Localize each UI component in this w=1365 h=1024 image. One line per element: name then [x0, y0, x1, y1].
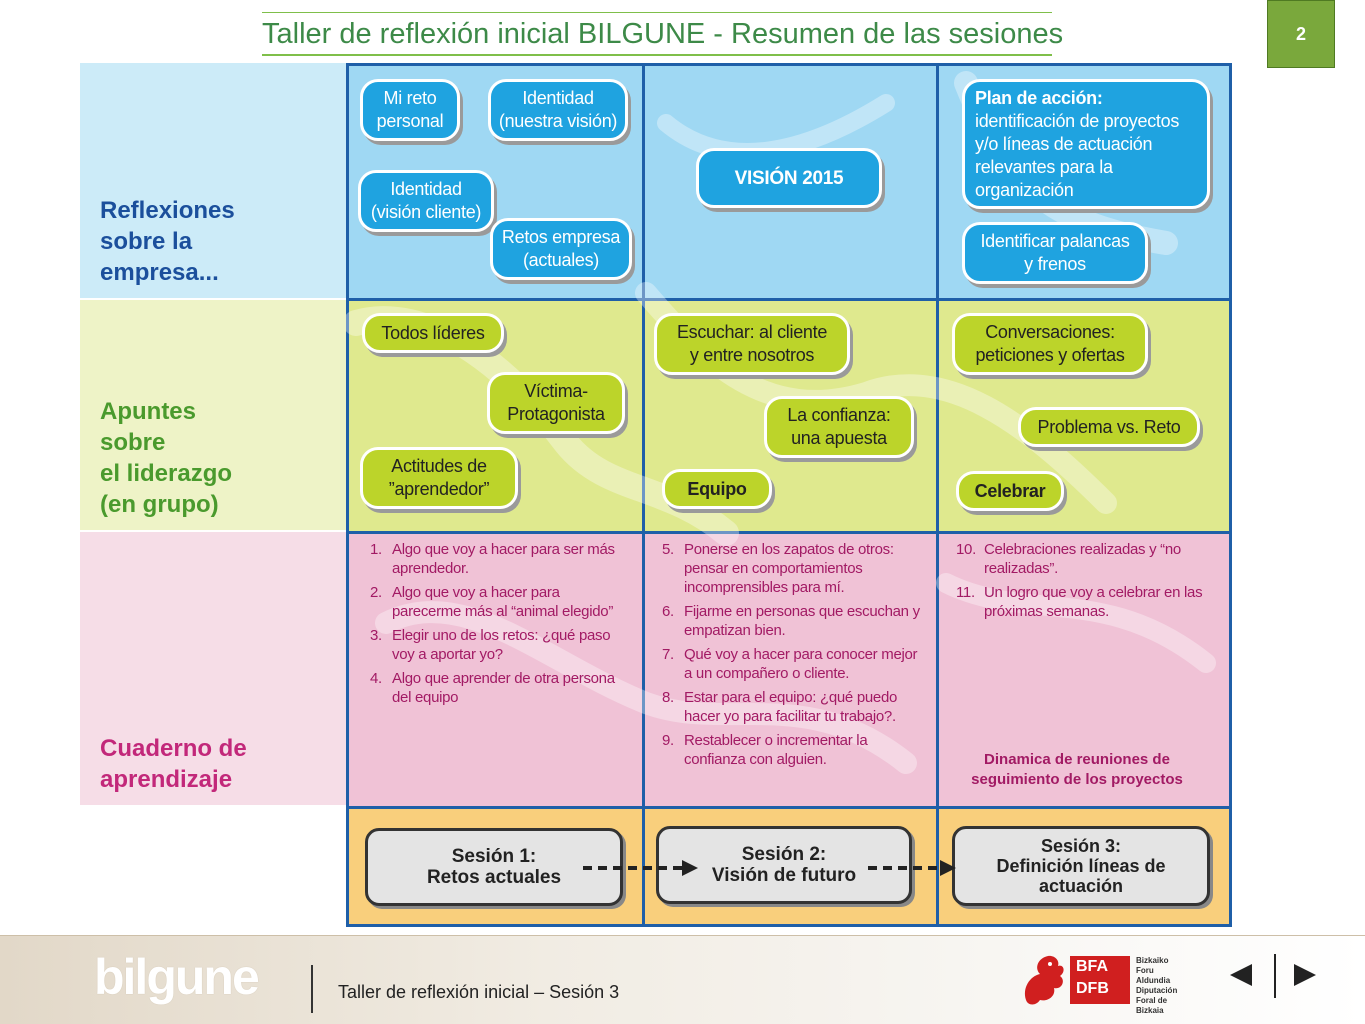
cuaderno-item-number: 5.: [662, 541, 674, 558]
cuaderno-item: 4. Algo que aprender de otra persona del …: [370, 669, 620, 707]
cuaderno-item-text: Algo que voy a hacer para ser más aprend…: [392, 541, 615, 577]
cuaderno-item-text: Restablecer o incrementar la confianza c…: [684, 732, 868, 768]
cuaderno-item: 7. Qué voy a hacer para conocer mejor a u…: [662, 645, 920, 683]
pill-retos-empresa: Retos empresa (actuales): [490, 218, 632, 280]
page-number: 2: [1267, 0, 1335, 68]
cuaderno-item: 5. Ponerse en los zapatos de otros: pensa…: [662, 540, 920, 597]
cuaderno-item: 6. Fijarme en personas que escuchan y emp…: [662, 602, 920, 640]
cuaderno-item: 9. Restablecer o incrementar la confianza…: [662, 731, 920, 769]
pill-vision-2015: VISIÓN 2015: [696, 148, 882, 208]
cuaderno-item-number: 6.: [662, 603, 674, 620]
cell-cuaderno-s1: [349, 534, 645, 809]
cuaderno-item: 10. Celebraciones realizadas y “no realiz…: [956, 540, 1212, 578]
next-arrow-icon[interactable]: [1292, 962, 1318, 988]
plan-accion-text: identificación de proyectos y/o líneas d…: [975, 110, 1180, 200]
bfa-line1: BFA: [1076, 958, 1108, 975]
cuaderno-item-text: Ponerse en los zapatos de otros: pensar …: [684, 541, 894, 596]
cuaderno-item-text: Qué voy a hacer para conocer mejor a un …: [684, 646, 918, 682]
cuaderno-item-text: Celebraciones realizadas y “no realizada…: [984, 541, 1181, 577]
cuaderno-item-text: Un logro que voy a celebrar en las próxi…: [984, 584, 1203, 620]
cuaderno-item-number: 3.: [370, 627, 382, 644]
cell-cuaderno-s2: [645, 534, 939, 809]
row-label-reflexiones-text: Reflexiones sobre la empresa...: [100, 197, 235, 286]
cuaderno-list-s2: 5. Ponerse en los zapatos de otros: pensa…: [662, 540, 920, 774]
bfa-dragon-icon: [1024, 955, 1064, 1005]
pill-confianza: La confianza: una apuesta: [764, 396, 914, 458]
prev-arrow-icon[interactable]: [1228, 962, 1254, 988]
pill-identidad-cliente: Identidad (visión cliente): [358, 170, 494, 232]
bfa-text-box: BFA DFB: [1070, 956, 1130, 1004]
pill-plan-accion: Plan de acción: identificación de proyec…: [962, 79, 1210, 209]
footer-caption: Taller de reflexión inicial – Sesión 3: [338, 982, 620, 1002]
cuaderno-item-number: 7.: [662, 646, 674, 663]
plan-accion-title: Plan de acción:: [975, 87, 1103, 108]
bfa-dfb-logo: BFA DFB Bizkaiko Foru Aldundia Diputació…: [1020, 950, 1185, 1015]
pill-conversaciones: Conversaciones: peticiones y ofertas: [952, 313, 1148, 375]
cuaderno-item: 2. Algo que voy a hacer para parecerme má…: [370, 583, 620, 621]
bfa-small-text: Bizkaiko Foru Aldundia Diputación Foral …: [1136, 956, 1178, 1015]
cell-cuaderno-s3: [939, 534, 1229, 809]
cuaderno-item: 1. Algo que voy a hacer para ser más apre…: [370, 540, 620, 578]
cuaderno-item-text: Algo que voy a hacer para parecerme más …: [392, 584, 614, 620]
cuaderno-item-text: Elegir uno de los retos: ¿qué paso voy a…: [392, 627, 611, 663]
pill-identidad-nuestra: Identidad (nuestra visión): [488, 79, 628, 141]
session-3-box: Sesión 3: Definición líneas de actuación: [952, 826, 1210, 906]
slide-title: Taller de reflexión inicial BILGUNE - Re…: [262, 12, 1063, 56]
cuaderno-item-number: 2.: [370, 584, 382, 601]
cuaderno-item: 8. Estar para el equipo: ¿qué puedo hacer…: [662, 688, 920, 726]
cuaderno-item-text: Fijarme en personas que escuchan y empat…: [684, 603, 920, 639]
cuaderno-item: 3. Elegir uno de los retos: ¿qué paso voy…: [370, 626, 620, 664]
session-1-box: Sesión 1: Retos actuales: [365, 828, 623, 906]
cuaderno-item-number: 8.: [662, 689, 674, 706]
pill-palancas: Identificar palancas y frenos: [962, 222, 1148, 284]
pill-problema: Problema vs. Reto: [1018, 407, 1200, 447]
footer-bar: [0, 935, 1365, 1024]
cuaderno-item-number: 11.: [956, 584, 975, 601]
cuaderno-list-s3: 10. Celebraciones realizadas y “no realiz…: [956, 540, 1212, 626]
dinamica-reuniones: Dinamica de reuniones de seguimiento de …: [971, 751, 1183, 788]
nav-separator: [1274, 954, 1276, 998]
cuaderno-list-s1: 1. Algo que voy a hacer para ser más apre…: [370, 540, 620, 712]
row-label-cuaderno: Cuaderno de aprendizaje: [80, 532, 348, 805]
bilgune-logo: bilgune: [94, 949, 260, 1005]
cuaderno-item-number: 1.: [370, 541, 382, 558]
pill-victima: Víctima- Protagonista: [487, 372, 625, 434]
pill-escuchar: Escuchar: al cliente y entre nosotros: [654, 313, 850, 375]
session-2-box: Sesión 2: Visión de futuro: [656, 826, 912, 904]
pill-celebrar: Celebrar: [956, 471, 1064, 511]
pill-todos-lideres: Todos líderes: [362, 313, 504, 353]
row-label-apuntes-text: Apuntes sobre el liderazgo (en grupo): [100, 398, 233, 518]
pill-mi-reto: Mi reto personal: [360, 79, 460, 141]
pill-equipo: Equipo: [662, 469, 772, 509]
cuaderno-item-number: 4.: [370, 670, 382, 687]
cuaderno-item: 11. Un logro que voy a celebrar en las pr…: [956, 583, 1212, 621]
cuaderno-item-number: 9.: [662, 732, 674, 749]
pill-actitudes: Actitudes de ”aprendedor”: [360, 447, 518, 509]
row-label-cuaderno-text: Cuaderno de aprendizaje: [100, 735, 247, 793]
footer-separator: [311, 965, 313, 1013]
row-label-apuntes: Apuntes sobre el liderazgo (en grupo): [80, 300, 348, 530]
cuaderno-item-text: Estar para el equipo: ¿qué puedo hacer y…: [684, 689, 898, 725]
cuaderno-item-text: Algo que aprender de otra persona del eq…: [392, 670, 615, 706]
row-label-reflexiones: Reflexiones sobre la empresa...: [80, 63, 348, 298]
bfa-line2: DFB: [1076, 980, 1109, 997]
cuaderno-item-number: 10.: [956, 541, 976, 558]
